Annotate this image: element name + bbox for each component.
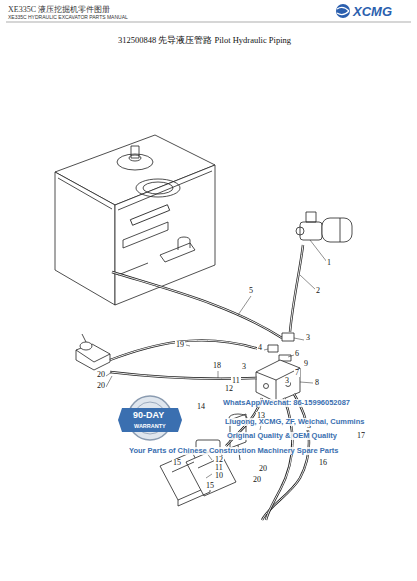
watermark-text: WhatsApp/Wechat: 86-15996052087 [222,399,351,407]
callout-number: 20 [96,371,106,379]
callout-number: 16 [318,459,328,467]
callout-number: 20 [252,476,262,484]
page-title: 312500848 先导液压管路 Pilot Hydraulic Piping [0,36,413,45]
watermark-text: Your Parts of Chinese Construction Machi… [128,447,340,455]
callout-number: 9 [303,360,309,368]
callout-number: 3 [284,377,290,385]
callout-number: 8 [314,379,320,387]
watermark-text: Original Quality & OEM Quality [226,432,338,440]
callout-number: 11 [214,464,224,472]
badge-text: 90-DAY [133,411,164,420]
callout-number: 14 [196,403,206,411]
callout-number: 11 [231,377,241,385]
callout-number: 18 [212,362,222,370]
callout-number: 12 [214,456,224,464]
header-text: XE335C 液压挖掘机零件图册 [8,6,110,14]
callout-number: 3 [305,334,311,342]
callout-number: 10 [214,472,224,480]
callout-number: 20 [258,465,268,473]
callout-number: 4 [257,344,263,352]
callout-number: 5 [248,287,254,295]
badge-text: WARRANTY [134,424,166,430]
callout-number: 1 [326,259,332,267]
callout-number: 19 [175,341,185,349]
callout-number: 7 [294,369,300,377]
callout-number: 15 [205,482,215,490]
callout-number: 2 [315,287,321,295]
logo-text: XCMG [353,5,392,18]
watermark-text: Liugong, XCMG, ZF, Weichai, Cummins [224,418,365,426]
callout-number: 3 [241,363,247,371]
header-subtext: XE335C HYDRAULIC EXCAVATOR PARTS MANUAL [8,15,128,20]
callout-number: 15 [172,459,182,467]
callout-number: 6 [294,350,300,358]
callout-number: 12 [224,385,234,393]
callout-number: 17 [356,432,366,440]
callout-number: 20 [96,382,106,390]
